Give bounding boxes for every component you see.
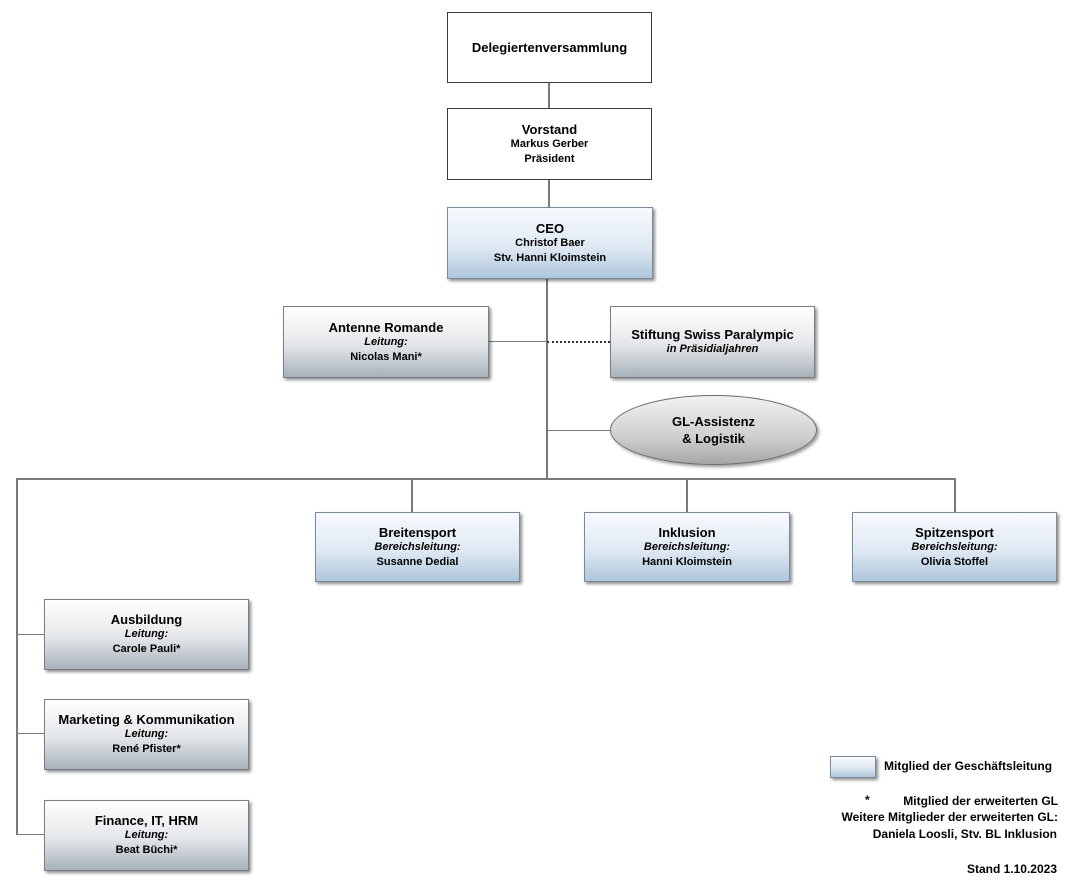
inklusion-title: Inklusion	[658, 524, 716, 540]
antenne-name: Nicolas Mani*	[350, 350, 422, 363]
connector-inklusion	[686, 479, 688, 512]
spitzensport-box: Spitzensport Bereichsleitung: Olivia Sto…	[852, 512, 1057, 582]
connector-stiftung-dotted	[547, 341, 610, 343]
vorstand-box: Vorstand Markus Gerber Präsident	[447, 108, 652, 180]
finance-name: Beat Büchi*	[115, 844, 178, 856]
breitensport-title: Breitensport	[378, 524, 457, 540]
legend-date: Stand 1.10.2023	[966, 862, 1057, 876]
marketing-name: René Pfister*	[112, 743, 181, 755]
finance-title: Finance, IT, HRM	[94, 813, 199, 828]
ceo-deputy: Stv. Hanni Kloimstein	[493, 251, 607, 264]
vorstand-role: Präsident	[524, 152, 575, 165]
connector-antenne	[489, 341, 547, 342]
gl-assistenz-oval: GL-Assistenz & Logistik	[610, 395, 817, 465]
antenne-title: Antenne Romande	[328, 319, 444, 335]
connector-vorstand-ceo	[548, 179, 550, 207]
connector-delegierten-vorstand	[548, 82, 550, 108]
legend-star: *	[865, 793, 870, 807]
spitzensport-lead-label: Bereichsleitung:	[911, 540, 998, 553]
vorstand-name: Markus Gerber	[510, 137, 589, 150]
inklusion-box: Inklusion Bereichsleitung: Hanni Kloimst…	[584, 512, 790, 582]
finance-lead-label: Leitung:	[124, 829, 169, 841]
ceo-title: CEO	[535, 220, 565, 236]
vorstand-title: Vorstand	[521, 121, 578, 137]
antenne-box: Antenne Romande Leitung: Nicolas Mani*	[283, 306, 489, 378]
marketing-lead-label: Leitung:	[124, 728, 169, 740]
ausbildung-name: Carole Pauli*	[112, 643, 181, 655]
ceo-name: Christof Baer	[515, 236, 585, 249]
spitzensport-title: Spitzensport	[915, 524, 994, 540]
marketing-title: Marketing & Kommunikation	[58, 712, 235, 727]
ausbildung-lead-label: Leitung:	[124, 628, 169, 640]
gl-assistenz-line1: GL-Assistenz	[671, 414, 756, 429]
breitensport-lead-label: Bereichsleitung:	[374, 540, 461, 553]
finance-box: Finance, IT, HRM Leitung: Beat Büchi*	[44, 800, 249, 871]
connector-left-vertical	[16, 479, 18, 835]
inklusion-name: Hanni Kloimstein	[642, 555, 732, 568]
connector-spitzensport	[954, 479, 956, 512]
ausbildung-title: Ausbildung	[110, 612, 183, 627]
gl-assistenz-line2: & Logistik	[682, 431, 745, 446]
stiftung-title: Stiftung Swiss Paralympic	[631, 327, 794, 342]
breitensport-name: Susanne Dedial	[376, 555, 459, 568]
ausbildung-box: Ausbildung Leitung: Carole Pauli*	[44, 599, 249, 670]
spitzensport-name: Olivia Stoffel	[920, 555, 989, 568]
connector-breitensport	[411, 479, 413, 512]
legend-member-gl: Mitglied der Geschäftsleitung	[884, 759, 1053, 773]
connector-horizontal-bar	[16, 478, 956, 480]
legend-further-names: Daniela Loosli, Stv. BL Inklusion	[872, 827, 1057, 841]
legend-member-extended: Mitglied der erweiterten GL	[903, 794, 1058, 808]
ceo-box: CEO Christof Baer Stv. Hanni Kloimstein	[447, 207, 653, 279]
stiftung-note: in Präsidialjahren	[666, 343, 759, 355]
breitensport-box: Breitensport Bereichsleitung: Susanne De…	[315, 512, 520, 582]
delegierten-box: Delegiertenversammlung	[447, 12, 652, 83]
stiftung-box: Stiftung Swiss Paralympic in Präsidialja…	[610, 306, 815, 378]
connector-ceo-trunk	[546, 278, 548, 478]
connector-marketing	[17, 733, 44, 734]
inklusion-lead-label: Bereichsleitung:	[643, 540, 731, 553]
legend-swatch	[830, 756, 876, 778]
connector-finance	[17, 834, 44, 835]
connector-ausbildung	[17, 634, 44, 635]
delegierten-title: Delegiertenversammlung	[471, 40, 628, 55]
legend-further-members: Weitere Mitglieder der erweiterten GL:	[841, 810, 1059, 824]
connector-gl-assistenz	[547, 430, 611, 431]
antenne-lead-label: Leitung:	[364, 335, 408, 348]
marketing-box: Marketing & Kommunikation Leitung: René …	[44, 699, 249, 770]
